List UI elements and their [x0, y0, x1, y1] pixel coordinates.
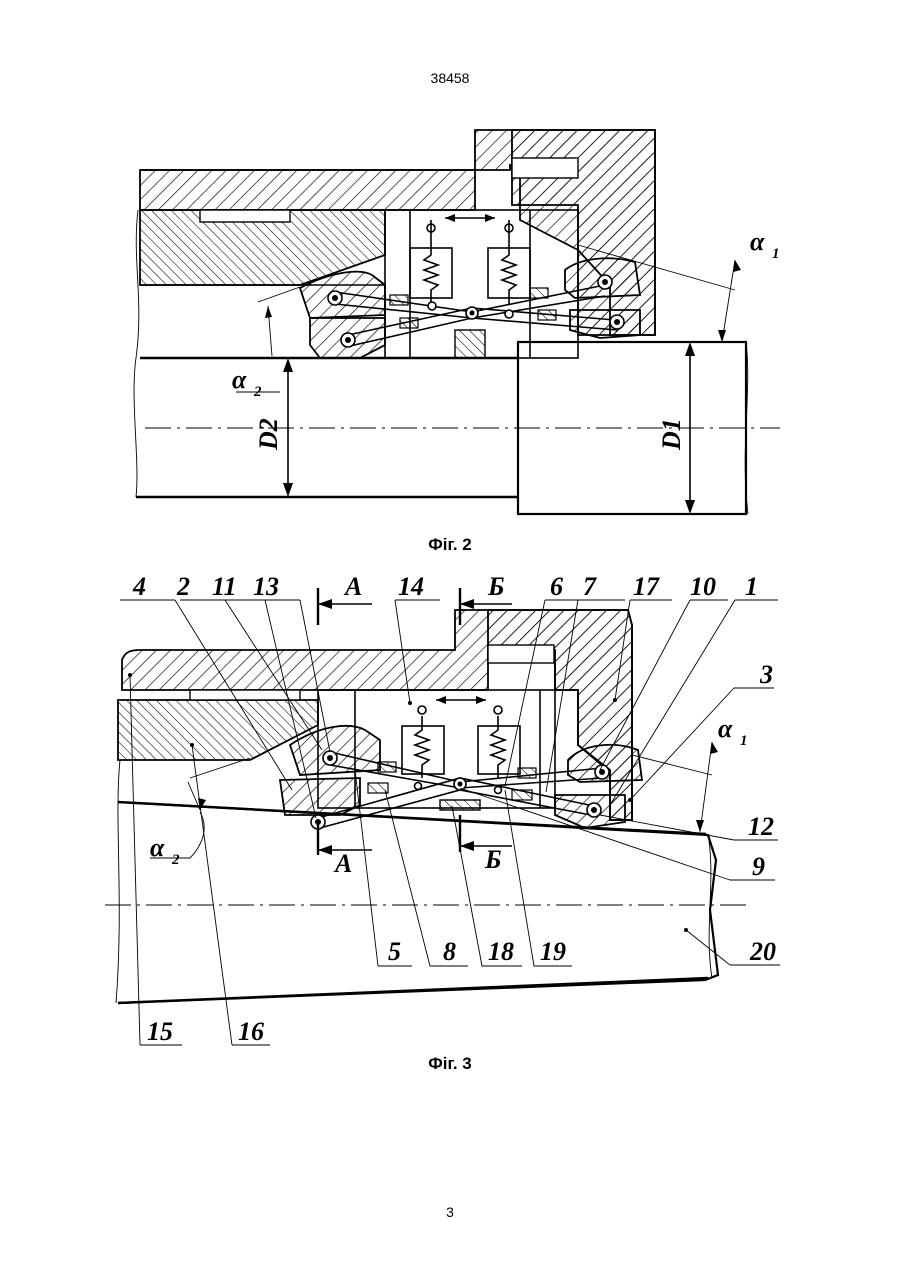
callout-14: 14	[398, 572, 424, 601]
callout-4: 4	[132, 572, 146, 601]
fig2-housing-left	[140, 170, 475, 210]
section-a-top: А	[343, 572, 362, 601]
fig3-inner-sleeve	[118, 700, 318, 760]
figure-2: α 1 α 2 D2 D1	[134, 130, 780, 514]
fig3-alpha1-sub: 1	[740, 733, 748, 749]
fig2-cap-screw	[512, 158, 578, 178]
callout-15: 15	[147, 1017, 173, 1046]
fig2-alpha1-sub: 1	[772, 246, 780, 262]
fig2-d1-label: D1	[657, 418, 686, 451]
section-b-top: Б	[487, 572, 505, 601]
callout-13: 13	[253, 572, 279, 601]
callout-9: 9	[752, 852, 765, 881]
fig3-caption: Фіг. 3	[0, 1054, 900, 1074]
callout-6: 6	[550, 572, 563, 601]
callout-18: 18	[488, 937, 514, 966]
fig3-alpha2-label: α	[150, 833, 165, 862]
fig3-tapered-shaft	[118, 802, 718, 1003]
callout-11: 11	[212, 572, 237, 601]
callout-16: 16	[238, 1017, 264, 1046]
fig2-alpha1-label: α	[750, 227, 765, 256]
fig2-slot	[200, 210, 290, 222]
callout-17: 17	[633, 572, 660, 601]
callout-12: 12	[748, 812, 774, 841]
section-b-bottom: Б	[484, 845, 502, 874]
callout-8: 8	[443, 937, 456, 966]
callout-20: 20	[749, 937, 776, 966]
figure-3: 4 2 11 13 14 6 7 17 10 1 3 12 9 20 5 8 1…	[105, 572, 780, 1046]
fig2-d2-label: D2	[254, 418, 283, 451]
callout-10: 10	[690, 572, 716, 601]
callout-5: 5	[388, 937, 401, 966]
fig2-alpha2-label: α	[232, 365, 247, 394]
fig3-cap-screw	[488, 645, 554, 663]
callout-2: 2	[176, 572, 190, 601]
section-a-bottom: А	[333, 849, 352, 878]
fig3-alpha2-sub: 2	[171, 852, 180, 868]
callout-3: 3	[759, 660, 773, 689]
callout-1: 1	[745, 572, 758, 601]
callout-7: 7	[583, 572, 597, 601]
fig2-caption: Фіг. 2	[0, 535, 900, 555]
callout-19: 19	[540, 937, 566, 966]
fig3-alpha1-label: α	[718, 714, 733, 743]
fig2-alpha2-sub: 2	[253, 384, 262, 400]
page-number-bottom: 3	[0, 1204, 900, 1220]
